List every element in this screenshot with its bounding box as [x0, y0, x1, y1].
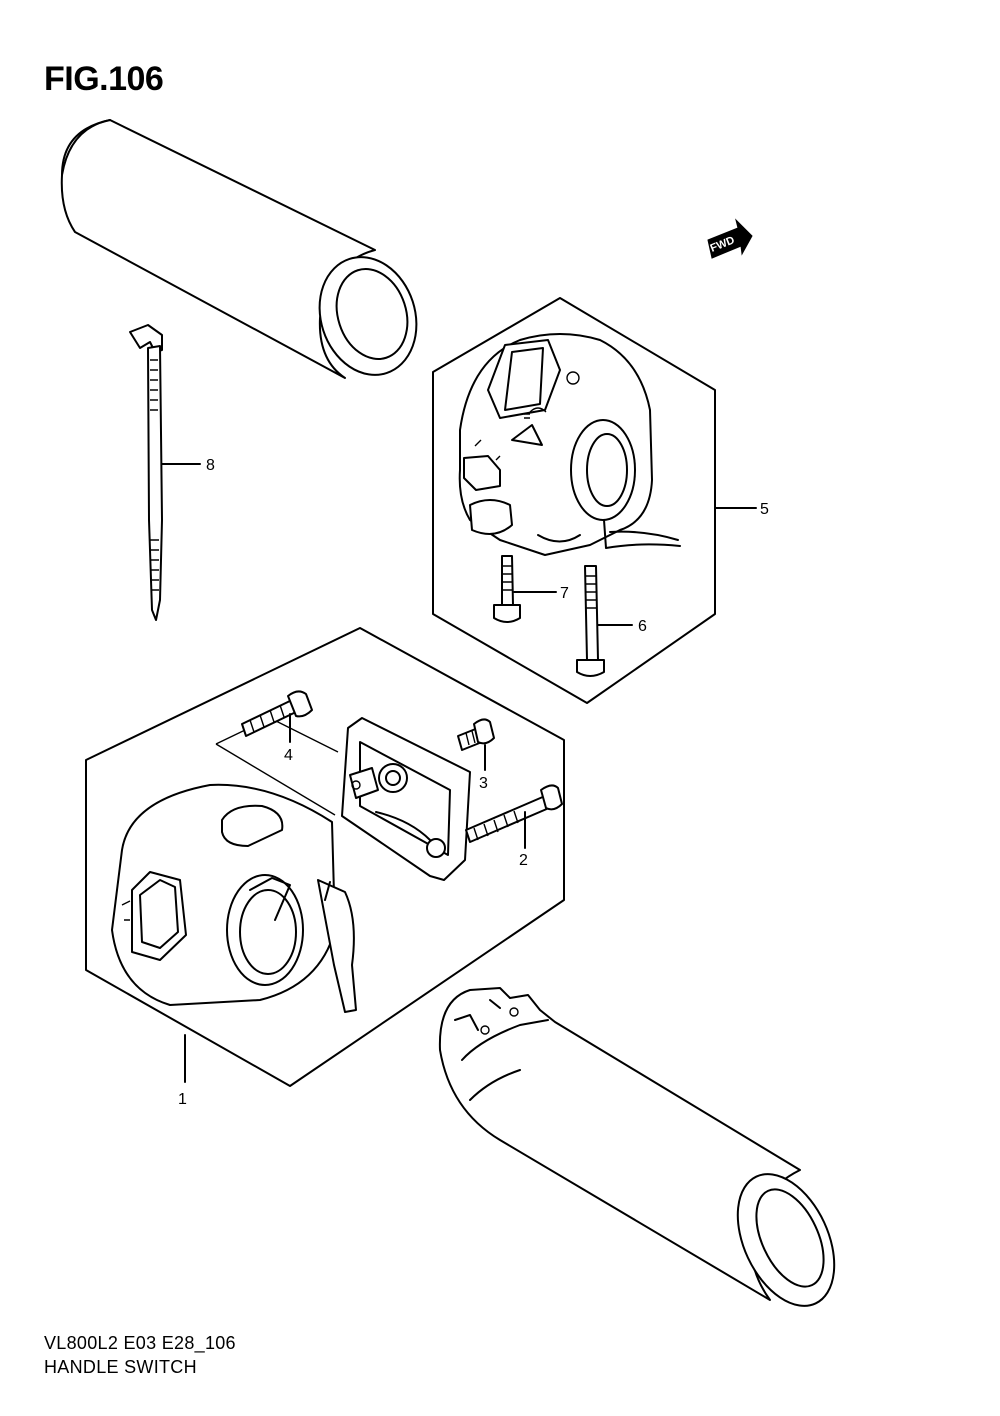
screw-7[interactable] — [493, 555, 521, 623]
fwd-arrow-icon: FWD — [707, 218, 753, 259]
left-switch-subframe — [215, 717, 339, 753]
callout-3: 3 — [479, 775, 488, 792]
footer-section-name: HANDLE SWITCH — [44, 1357, 197, 1377]
callout-4: 4 — [284, 747, 293, 764]
figure-title: FIG.106 — [44, 60, 164, 98]
footer-model-code: VL800L2 E03 E28_106 — [44, 1333, 236, 1353]
screw-2[interactable] — [465, 784, 563, 843]
left-grip[interactable] — [60, 119, 431, 388]
callout-1: 1 — [178, 1091, 187, 1108]
callout-7: 7 — [560, 585, 569, 602]
callout-5: 5 — [760, 501, 769, 518]
callout-2: 2 — [519, 852, 528, 869]
screw-4[interactable] — [241, 690, 313, 737]
screw-6[interactable] — [576, 565, 605, 677]
right-handle-switch[interactable] — [458, 333, 681, 556]
callout-6: 6 — [638, 618, 647, 635]
throttle-grip[interactable] — [438, 987, 854, 1321]
left-switch-assembly-frame — [85, 627, 565, 1087]
right-switch-assembly-frame — [432, 297, 716, 704]
screw-3[interactable] — [457, 718, 495, 751]
cable-tie[interactable] — [129, 324, 163, 621]
left-handle-switch[interactable] — [111, 783, 357, 1013]
callout-8: 8 — [206, 457, 215, 474]
switch-clamp-bracket[interactable] — [341, 717, 471, 881]
